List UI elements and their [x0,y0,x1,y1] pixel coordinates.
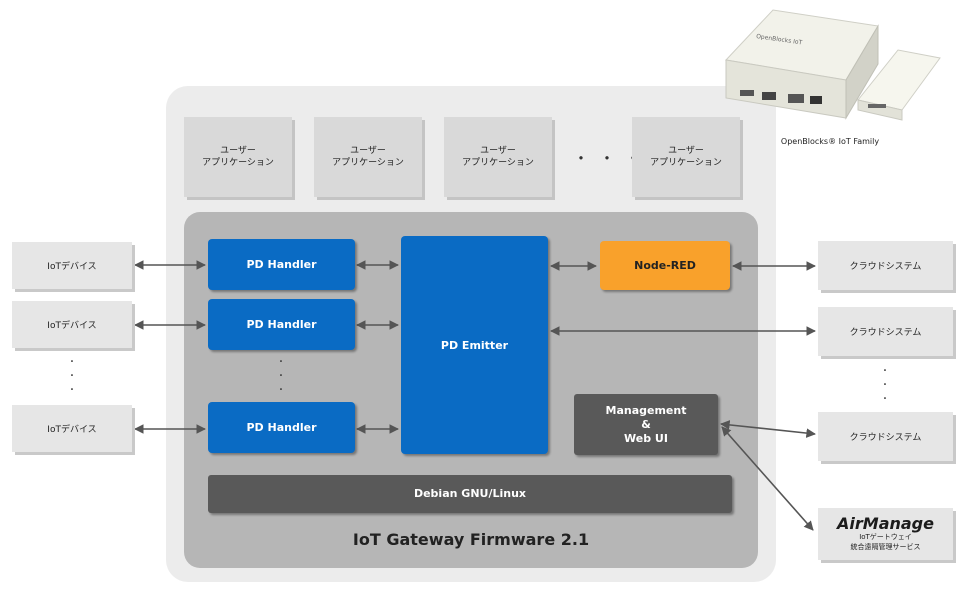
pd-handler-box: PD Handler [208,239,355,290]
pd-handler-box: PD Handler [208,299,355,350]
user-app-box: ユーザーアプリケーション [314,117,422,197]
node-red-box: Node-RED [600,241,730,290]
management-label: & [641,417,651,431]
user-app-label: アプリケーション [332,158,404,168]
devices-vertical-ellipsis: ··· [69,354,75,398]
product-caption: OpenBlocks® IoT Family [780,137,880,146]
pd-handler-box: PD Handler [208,402,355,453]
user-app-label: ユーザー [480,146,516,156]
user-app-label: ユーザー [350,146,386,156]
debian-bar: Debian GNU/Linux [208,475,732,513]
airmanage-logo: AirManage [837,514,934,533]
user-app-label: ユーザー [220,146,256,156]
user-app-label: アプリケーション [202,158,274,168]
clouds-vertical-ellipsis: ··· [882,363,888,407]
iot-device-box: IoTデバイス [12,405,132,452]
apps-ellipsis: ・・・ [573,149,652,168]
handlers-vertical-ellipsis: ··· [278,354,284,398]
openblocks-device-image: OpenBlocks IoT [724,9,941,121]
cloud-system-box: クラウドシステム [818,307,953,356]
user-app-label: アプリケーション [650,158,722,168]
firmware-title: IoT Gateway Firmware 2.1 [352,530,590,549]
cloud-system-box: クラウドシステム [818,412,953,461]
airmanage-subtitle: 統合遠隔管理サービス [850,543,921,551]
management-label: Web UI [624,431,668,445]
pd-emitter-box: PD Emitter [401,236,548,454]
airmanage-subtitle: IoTゲートウェイ [859,533,912,541]
iot-device-box: IoTデバイス [12,301,132,348]
user-app-box: ユーザーアプリケーション [184,117,292,197]
iot-device-box: IoTデバイス [12,242,132,289]
airmanage-box: AirManage IoTゲートウェイ 統合遠隔管理サービス [818,508,953,560]
user-app-box: ユーザーアプリケーション [444,117,552,197]
management-webui-box: Management & Web UI [574,394,718,455]
cloud-system-box: クラウドシステム [818,241,953,290]
user-app-label: ユーザー [668,146,704,156]
user-app-label: アプリケーション [462,158,534,168]
user-app-box: ユーザーアプリケーション [632,117,740,197]
management-label: Management [605,403,687,417]
